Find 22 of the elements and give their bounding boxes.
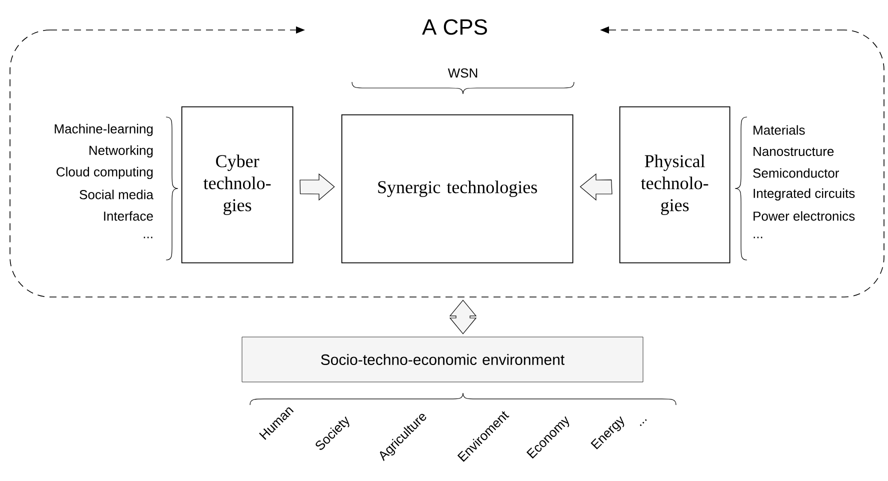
technology-box: Cyber technolo- gies <box>181 106 294 264</box>
list-item: ... <box>754 236 762 238</box>
block-arrow <box>580 173 612 201</box>
list-item: Interface <box>104 211 153 221</box>
label: WSN <box>448 68 478 78</box>
list-item: Cloud computing <box>56 166 153 180</box>
block-arrow <box>449 300 477 334</box>
environment-box: Socio-techno-economic environment <box>242 336 644 382</box>
list-item: Semiconductor <box>753 168 839 178</box>
list-item: Nanostructure <box>754 146 834 156</box>
list-item: Materials <box>754 125 805 135</box>
rotated-label: ... <box>640 419 647 426</box>
list-item: Integrated circuits <box>754 188 855 201</box>
list-item: Social media <box>80 190 154 200</box>
technology-box: Synergic technologies <box>341 114 574 264</box>
list-item: ... <box>144 236 152 238</box>
list-item: Power electronics <box>754 211 855 221</box>
list-item: Machine-learning <box>54 124 153 136</box>
list-item: Networking <box>90 145 153 158</box>
block-arrow <box>300 173 335 201</box>
technology-box: Physical technolo- gies <box>619 106 730 264</box>
title: A CPS <box>422 19 487 35</box>
